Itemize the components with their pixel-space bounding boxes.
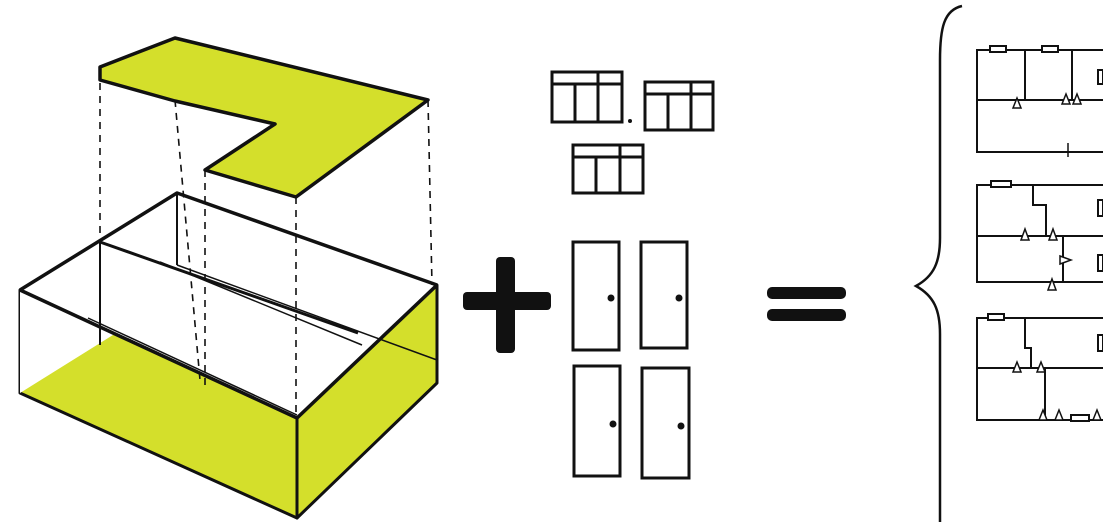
- curly-brace: [913, 4, 963, 522]
- box-back-wall: [20, 193, 177, 393]
- door-icon: [640, 366, 691, 480]
- windows-group: [550, 70, 715, 195]
- doors-group: [571, 240, 691, 480]
- projection-lines: [99, 70, 433, 415]
- door-icon: [639, 240, 689, 350]
- window-icon: [550, 70, 624, 124]
- door-icon: [572, 364, 622, 478]
- window-icon: [571, 143, 645, 195]
- floor-plans-group: [976, 45, 1103, 422]
- open-box-with-partition-icon: [18, 191, 439, 520]
- plus-operator: [463, 257, 551, 353]
- floor-plan-icon: [976, 180, 1103, 291]
- separator-dot: [628, 119, 632, 123]
- window-icon: [643, 80, 715, 132]
- l-shaped-roof-slab: [98, 36, 430, 199]
- floor-plan-icon: [976, 313, 1103, 422]
- floor-plan-icon: [976, 45, 1103, 157]
- equals-operator: [767, 287, 846, 321]
- door-icon: [571, 240, 621, 352]
